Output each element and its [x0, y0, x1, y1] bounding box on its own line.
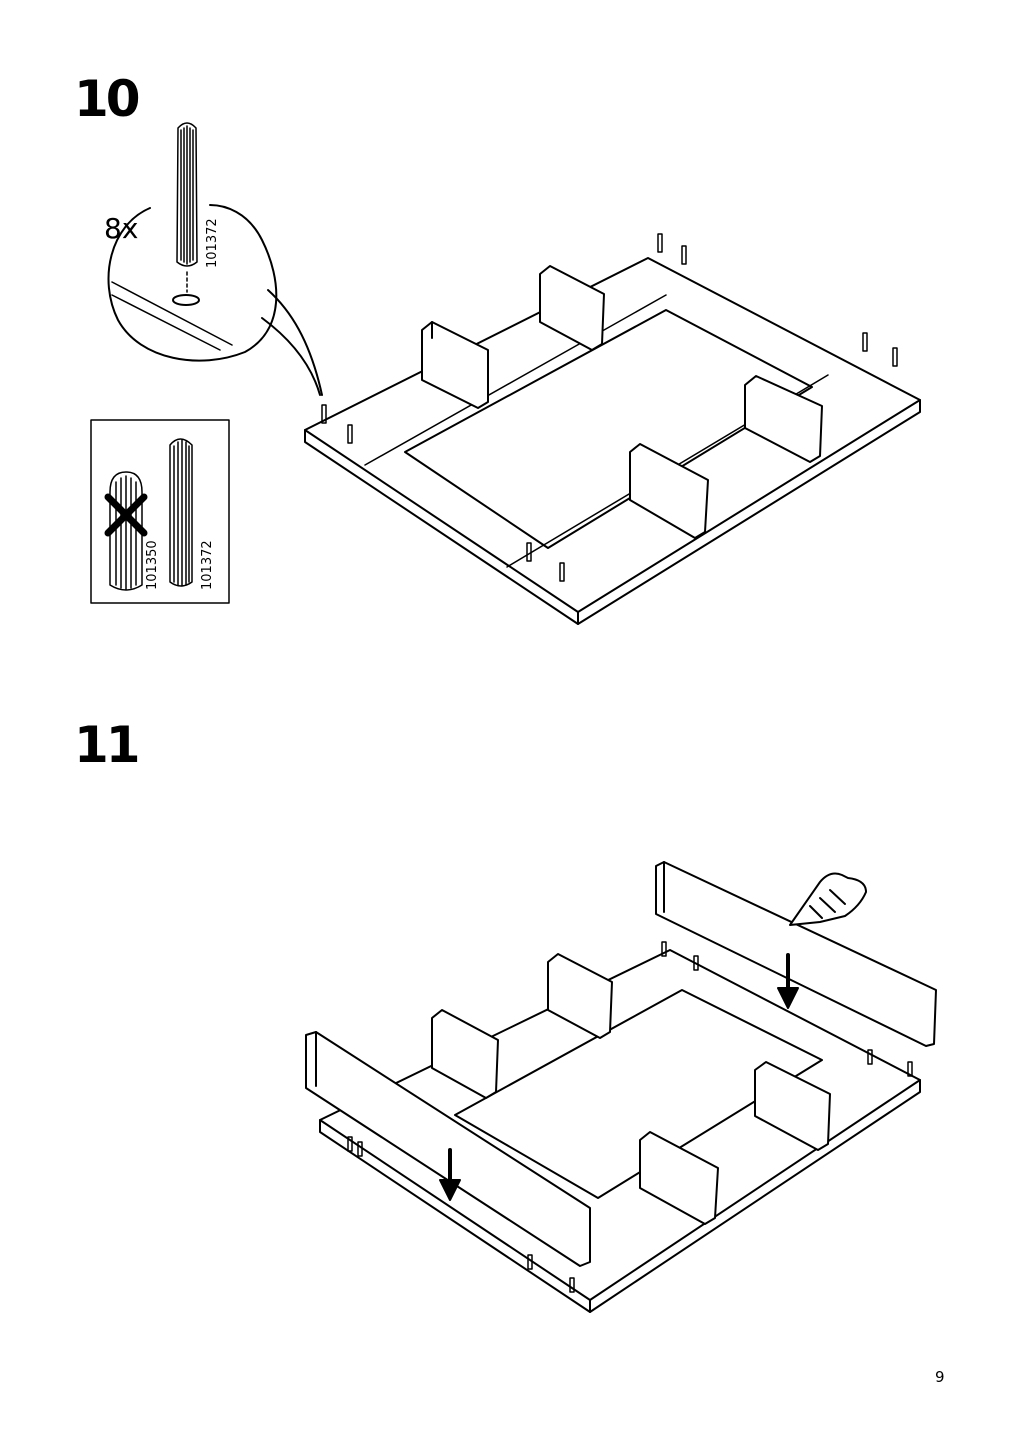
- right-code-label: 101372: [200, 540, 215, 590]
- wrong-x-icon: [104, 493, 148, 537]
- page-number: 9: [935, 1368, 945, 1386]
- step-10-number: 10: [74, 70, 141, 128]
- down-arrow-icon: [439, 1148, 461, 1201]
- quantity-label: 8x: [104, 212, 138, 245]
- dowel-comparison-box: 101350 101372: [90, 419, 230, 604]
- step-11-frame: [305, 861, 937, 1313]
- dowel-detail-callout: 8x 101372: [104, 122, 323, 396]
- down-arrow-icon: [777, 953, 799, 1009]
- wrong-dowel-icon: [109, 471, 143, 591]
- step-10-frame: [304, 233, 921, 625]
- correct-dowel-icon: [169, 438, 193, 587]
- step-11-number: 11: [74, 716, 141, 774]
- dowel-icon: [176, 122, 198, 293]
- wrong-code-label: 101350: [145, 540, 160, 590]
- dowel-code-label: 101372: [205, 218, 220, 268]
- pressing-hand-icon: [789, 872, 867, 926]
